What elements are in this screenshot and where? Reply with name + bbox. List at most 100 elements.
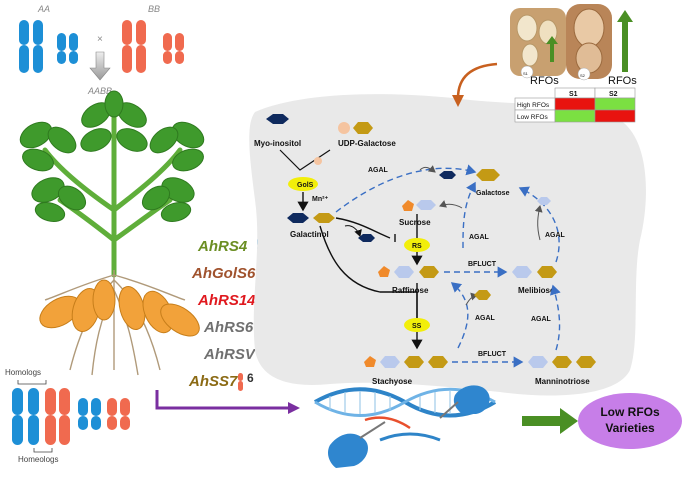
seed-s2-label: S2 — [580, 73, 586, 78]
result-oval-shape — [578, 393, 682, 449]
melibiose-label: Melibiose — [518, 286, 555, 295]
gene-ahgols6: AhGolS6 — [191, 265, 256, 282]
seed-s1-label: S1 — [523, 71, 529, 76]
dna-editing-illustration — [314, 385, 497, 468]
agal-lower-label: AGAL — [475, 315, 496, 322]
gols-enzyme — [288, 177, 318, 191]
ss-enzyme — [404, 318, 430, 332]
manninotriose-label: Manninotriose — [535, 377, 590, 386]
manninotriose-glucose-icon — [528, 356, 548, 368]
seed-s2-kernel — [573, 8, 605, 48]
bfluct-top-label: BFLUCT — [468, 261, 497, 268]
stachyose-glucose-icon — [380, 356, 400, 368]
seed-comparison: S1 S2 RFOs RFOs — [510, 4, 637, 87]
gene-ahrs6: AhRS6 — [203, 319, 254, 336]
melibiose-glucose-icon — [512, 266, 532, 278]
rfo-pathway: Myo-inositol UDP-Galactose GolS Mn²⁺ Gal… — [254, 114, 596, 386]
table-col-s2: S2 — [609, 91, 618, 98]
inositol-release-icon — [358, 234, 375, 242]
up-arrow-large-icon — [617, 10, 633, 72]
galactinol-inositol-icon — [287, 213, 309, 223]
homeologs-label: Homeologs — [18, 455, 58, 464]
seed-s1-kernel — [516, 14, 538, 42]
rs-label: RS — [412, 243, 422, 250]
rs-enzyme — [404, 238, 430, 252]
green-arrow-icon — [522, 416, 562, 426]
cell-low-s2 — [594, 109, 636, 123]
myo-inositol-label: Myo-inositol — [254, 139, 301, 148]
udp-galactose-label: UDP-Galactose — [338, 139, 396, 148]
gene-ahrsv: AhRSV — [203, 346, 257, 363]
agal-top-label: AGAL — [368, 167, 389, 174]
glucose-small-icon — [537, 197, 551, 205]
rfos-s1-label: RFOs — [530, 75, 559, 87]
galactinol-galactose-icon — [313, 213, 335, 223]
peanut-plant-illustration — [19, 90, 205, 376]
stachyose-fructose-icon — [364, 356, 376, 367]
raffinose-glucose-icon — [394, 266, 414, 278]
bfluct-bottom-label: BFLUCT — [478, 351, 507, 358]
sucrose-glucose-icon — [416, 200, 436, 210]
gene-ahss7-chr: 6 — [247, 371, 254, 385]
melibiose-galactose-icon — [537, 266, 557, 278]
raffinose-fructose-icon — [378, 266, 390, 277]
cell-high-s1 — [554, 97, 596, 111]
raffinose-galactose-icon — [419, 266, 439, 278]
stachyose-label: Stachyose — [372, 377, 413, 386]
galactose-hexagon-icon — [353, 122, 373, 134]
sucrose-label: Sucrose — [399, 218, 431, 227]
rfos-s2-label: RFOs — [608, 75, 637, 87]
dna-edit-segment — [364, 416, 411, 430]
pathway-background — [249, 94, 646, 396]
right-pipette-icon — [439, 401, 459, 419]
result-oval: Low RFOs Varieties — [578, 393, 682, 449]
up-arrow-small-icon — [546, 36, 558, 62]
inositol-small-icon — [439, 171, 456, 179]
udp-icon — [338, 122, 350, 134]
gene-ahss7: AhSS7 — [188, 373, 238, 390]
rfo-table: S1 S2 High RFOs Low RFOs — [514, 87, 636, 123]
genome-crossing: AA × BB AABB — [19, 4, 184, 96]
manninotriose-galactose1-icon — [552, 356, 572, 368]
galactinol-label: Galactinol — [290, 230, 329, 239]
homologs-label: Homologs — [5, 368, 41, 377]
gols-label: GolS — [297, 182, 314, 189]
galactose-release-icon — [474, 290, 491, 300]
table-row-high: High RFOs — [517, 102, 550, 109]
cell-high-s2 — [594, 97, 636, 111]
homologs-diagram: Homologs Homeologs — [5, 368, 130, 464]
down-arrow-icon — [89, 51, 111, 81]
brown-curved-arrow-icon — [456, 62, 498, 99]
chromosome-bb-pair — [122, 20, 184, 73]
agal-right-label: AGAL — [545, 232, 566, 239]
gene-ahrs14: AhRS14 — [197, 292, 256, 309]
agal-bottom-label: AGAL — [531, 316, 552, 323]
cell-low-s1 — [554, 109, 596, 123]
agal-mid-label: AGAL — [469, 234, 490, 241]
cross-symbol: × — [97, 34, 103, 45]
mn-label: Mn²⁺ — [312, 196, 328, 203]
galactose-icon — [476, 169, 500, 181]
seed-s1-pod — [510, 8, 566, 76]
result-line1: Low RFOs — [600, 405, 660, 419]
stachyose-galactose2-icon — [428, 356, 448, 368]
ss-label: SS — [412, 323, 422, 330]
raffinose-label: Raffinose — [392, 286, 429, 295]
genome-aabb-label: AABB — [87, 86, 112, 96]
left-pipette-icon — [359, 421, 386, 439]
table-row-low: Low RFOs — [517, 114, 548, 121]
stachyose-galactose1-icon — [404, 356, 424, 368]
myo-inositol-icon — [266, 114, 289, 124]
manninotriose-galactose2-icon — [576, 356, 596, 368]
sucrose-fructose-icon — [402, 200, 414, 211]
result-line2: Varieties — [605, 421, 655, 435]
gene-ahrs4: AhRS4 — [197, 238, 248, 255]
left-glove-icon — [328, 433, 368, 468]
chromosome-aa-pair — [19, 20, 78, 73]
purple-arrow-icon — [155, 390, 290, 410]
right-glove-icon — [453, 385, 490, 414]
genome-bb-label: BB — [148, 4, 160, 14]
galactose-label: Galactose — [476, 190, 510, 197]
table-col-s1: S1 — [569, 91, 578, 98]
